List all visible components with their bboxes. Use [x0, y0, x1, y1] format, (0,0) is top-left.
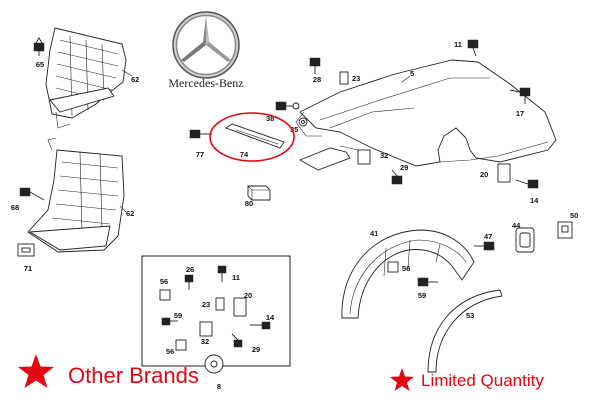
star-icon-right	[390, 368, 414, 391]
callout-62-upper: 62	[131, 75, 139, 84]
callout-62-lower: 62	[126, 209, 134, 218]
callout-56-kit-top: 56	[160, 277, 168, 286]
screw-14-fender	[515, 179, 539, 189]
callout-59-kit: 59	[174, 311, 182, 320]
nut-plate-23	[339, 71, 349, 85]
callout-14-kit: 14	[266, 313, 275, 322]
promo-limited-quantity: Limited Quantity	[421, 371, 544, 390]
callout-41: 41	[370, 229, 378, 238]
callout-11-kit: 11	[232, 273, 240, 282]
seal-44	[515, 227, 535, 253]
washer-35	[298, 117, 308, 127]
hardware-kit-items	[159, 265, 271, 374]
screw-47	[474, 241, 495, 251]
rubber-block-80	[247, 185, 271, 201]
callout-8: 8	[217, 382, 221, 391]
hardware-kit-box	[141, 255, 291, 367]
callout-14-fender: 14	[530, 196, 539, 205]
promo-other-brands: Other Brands	[68, 363, 199, 388]
screw-68	[19, 187, 45, 201]
bracket-50	[557, 221, 573, 239]
screw-29-fender	[391, 169, 403, 185]
clip-71	[17, 243, 35, 257]
screw-77	[189, 129, 212, 139]
callout-47: 47	[484, 232, 492, 241]
callout-56-liner: 56	[402, 264, 410, 273]
callout-80: 80	[245, 199, 253, 208]
callout-77: 77	[196, 150, 204, 159]
callout-50: 50	[570, 211, 578, 220]
front-fender	[295, 59, 557, 171]
air-duct-upper	[45, 27, 127, 129]
callout-29-fender: 29	[400, 163, 408, 172]
callout-71: 71	[24, 264, 32, 273]
air-duct-lower	[27, 137, 125, 253]
bracket-32	[339, 145, 371, 165]
callout-35: 35	[290, 125, 298, 134]
callout-32: 32	[380, 151, 388, 160]
callout-56-kit-bottom: 56	[166, 347, 174, 356]
callout-17: 17	[516, 109, 524, 118]
callout-20-fender: 20	[480, 170, 488, 179]
plate-20-fender	[497, 163, 511, 183]
arch-trim-53	[427, 289, 503, 373]
screw-17	[509, 87, 531, 104]
callout-23-kit: 23	[202, 300, 210, 309]
clip-56-liner	[387, 261, 399, 273]
callout-5: 5	[410, 69, 414, 78]
callout-20-kit: 20	[244, 291, 252, 300]
callout-68: 68	[11, 203, 19, 212]
callout-44: 44	[512, 221, 521, 230]
callout-26: 26	[186, 265, 194, 274]
callout-74: 74	[240, 150, 249, 159]
mercedes-star-logo	[172, 11, 240, 79]
callout-53: 53	[466, 311, 474, 320]
callout-29-kit: 29	[252, 345, 260, 354]
wheel-arch-liner	[341, 229, 475, 319]
callout-59-liner: 59	[418, 291, 426, 300]
screw-38	[275, 101, 300, 111]
support-rail-74	[225, 123, 285, 149]
callout-32-kit: 32	[201, 337, 209, 346]
callout-38: 38	[266, 114, 274, 123]
screw-65	[33, 37, 45, 56]
screw-28	[309, 57, 321, 74]
callout-23-fender: 23	[352, 74, 360, 83]
highlight-ring	[209, 112, 295, 162]
brand-name: Mercedes-Benz	[168, 76, 243, 90]
callout-11-fender: 11	[454, 40, 462, 49]
callout-28: 28	[313, 75, 321, 84]
screw-11-fender	[467, 39, 479, 57]
callout-65: 65	[36, 60, 44, 69]
screw-59-liner	[417, 277, 438, 287]
star-icon-left	[18, 354, 54, 388]
